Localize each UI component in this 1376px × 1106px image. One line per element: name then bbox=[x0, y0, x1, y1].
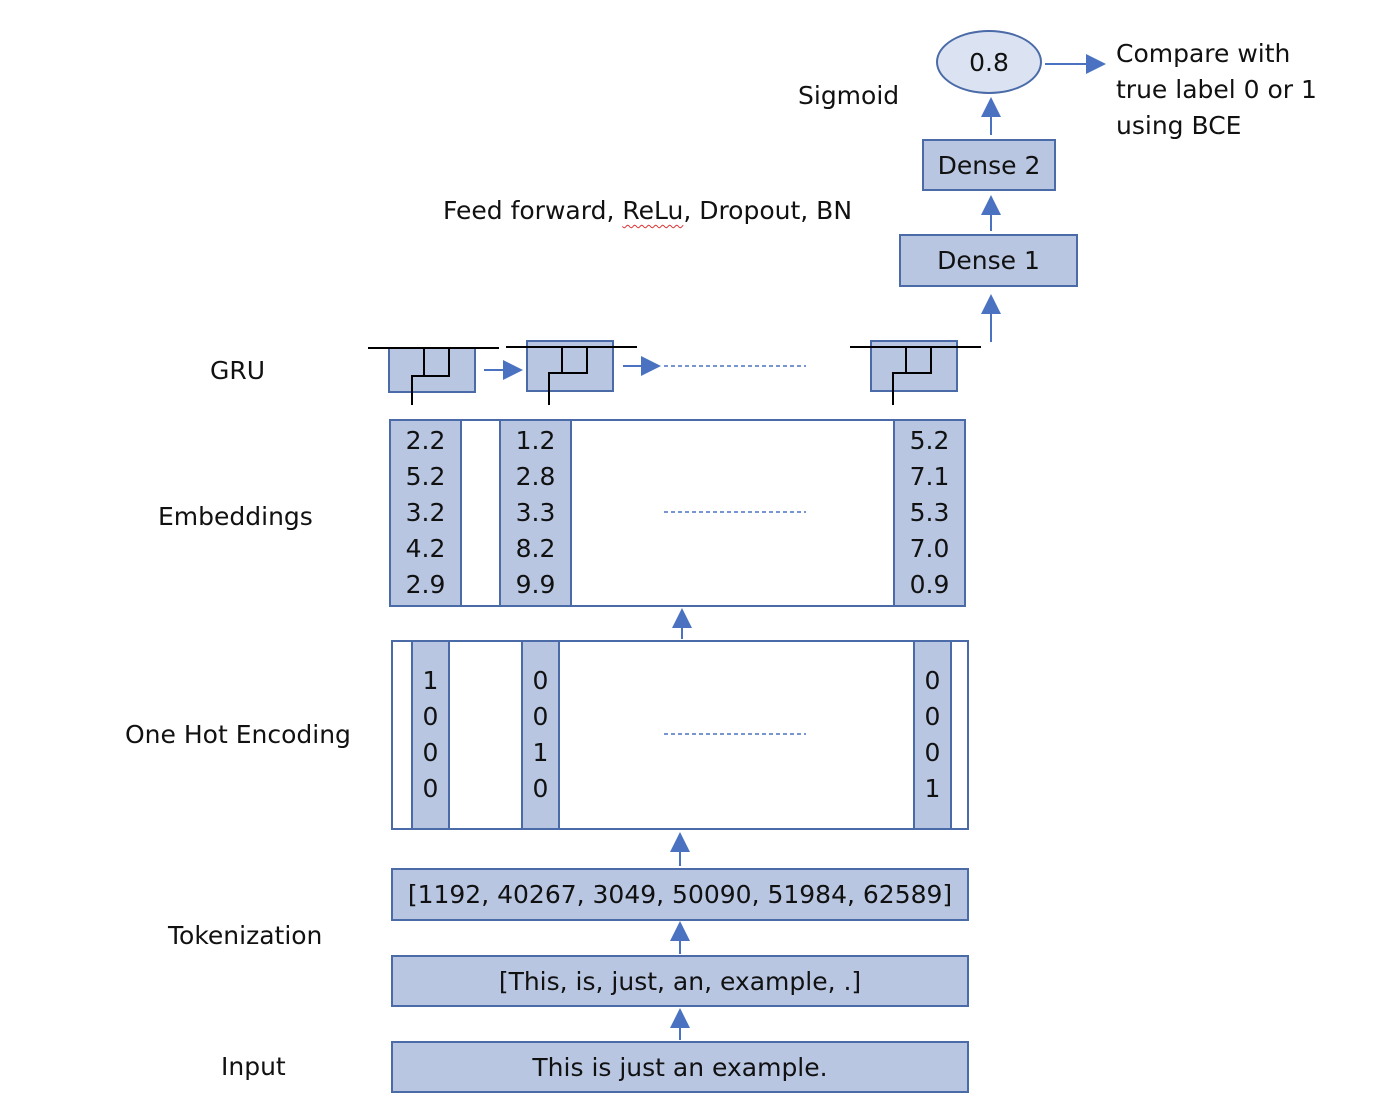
input-label: Input bbox=[221, 1052, 286, 1081]
embedding-value: 2.8 bbox=[515, 462, 556, 491]
one-hot-value: 0 bbox=[422, 702, 439, 731]
one-hot-value: 1 bbox=[924, 774, 941, 803]
embedding-value: 7.0 bbox=[909, 534, 950, 563]
embedding-value: 8.2 bbox=[515, 534, 556, 563]
feed-forward-post: , Dropout, BN bbox=[683, 196, 853, 225]
dense-1-label: Dense 1 bbox=[937, 246, 1040, 275]
embedding-value: 3.2 bbox=[405, 498, 446, 527]
gru-cell-2 bbox=[526, 340, 614, 392]
input-box: This is just an example. bbox=[391, 1041, 969, 1093]
token-words-text: [This, is, just, an, example, .] bbox=[498, 966, 862, 996]
embedding-value: 5.2 bbox=[909, 426, 950, 455]
one-hot-value: 0 bbox=[422, 774, 439, 803]
token-ids-box: [1192, 40267, 3049, 50090, 51984, 62589] bbox=[391, 868, 969, 921]
input-text: This is just an example. bbox=[532, 1052, 828, 1082]
embedding-column-2: 1.2 2.8 3.3 8.2 9.9 bbox=[499, 419, 572, 607]
gru-cell-3 bbox=[870, 340, 958, 392]
gru-label: GRU bbox=[210, 356, 266, 385]
one-hot-value: 0 bbox=[532, 702, 549, 731]
one-hot-value: 0 bbox=[532, 666, 549, 695]
embedding-value: 9.9 bbox=[515, 570, 556, 599]
dense-2-box: Dense 2 bbox=[922, 139, 1056, 191]
gru-3-input bbox=[892, 372, 906, 405]
sigmoid-output-value: 0.8 bbox=[969, 47, 1009, 77]
embedding-value: 5.2 bbox=[405, 462, 446, 491]
feed-forward-relu: ReLu bbox=[622, 196, 684, 225]
gru-2-input bbox=[548, 372, 562, 405]
embedding-value: 2.9 bbox=[405, 570, 446, 599]
gru-1-input bbox=[411, 375, 424, 405]
tokenization-label: Tokenization bbox=[168, 921, 323, 950]
embedding-value: 3.3 bbox=[515, 498, 556, 527]
gru-2-gate bbox=[561, 347, 588, 374]
one-hot-matrix bbox=[391, 640, 969, 830]
embedding-value: 0.9 bbox=[909, 570, 950, 599]
dense-1-box: Dense 1 bbox=[899, 234, 1078, 287]
one-hot-value: 0 bbox=[422, 738, 439, 767]
compare-line-2: true label 0 or 1 bbox=[1116, 75, 1317, 104]
one-hot-column-2: 0 0 1 0 bbox=[521, 640, 560, 830]
compare-line-3: using BCE bbox=[1116, 111, 1242, 140]
dense-2-label: Dense 2 bbox=[937, 150, 1041, 180]
gru-3-gate bbox=[905, 347, 932, 374]
one-hot-value: 1 bbox=[422, 666, 439, 695]
sigmoid-label: Sigmoid bbox=[798, 81, 900, 110]
one-hot-value: 0 bbox=[924, 738, 941, 767]
embeddings-label: Embeddings bbox=[158, 502, 313, 531]
one-hot-value: 1 bbox=[532, 738, 549, 767]
embedding-value: 4.2 bbox=[405, 534, 446, 563]
sigmoid-output-node: 0.8 bbox=[936, 30, 1042, 94]
embedding-column-1: 2.2 5.2 3.2 4.2 2.9 bbox=[389, 419, 462, 607]
embedding-value: 5.3 bbox=[909, 498, 950, 527]
one-hot-column-3: 0 0 0 1 bbox=[913, 640, 952, 830]
embedding-value: 2.2 bbox=[405, 426, 446, 455]
one-hot-value: 0 bbox=[924, 702, 941, 731]
embedding-value: 7.1 bbox=[909, 462, 950, 491]
feed-forward-pre: Feed forward, bbox=[443, 196, 623, 225]
compare-line-1: Compare with bbox=[1116, 39, 1291, 68]
one-hot-column-1: 1 0 0 0 bbox=[411, 640, 450, 830]
gru-1-gate bbox=[423, 348, 450, 377]
token-words-box: [This, is, just, an, example, .] bbox=[391, 955, 969, 1007]
one-hot-label: One Hot Encoding bbox=[125, 720, 351, 749]
embedding-column-3: 5.2 7.1 5.3 7.0 0.9 bbox=[893, 419, 966, 607]
token-ids-text: [1192, 40267, 3049, 50090, 51984, 62589] bbox=[407, 880, 953, 909]
one-hot-value: 0 bbox=[924, 666, 941, 695]
feed-forward-label: Feed forward, ReLu, Dropout, BN bbox=[443, 196, 852, 226]
one-hot-value: 0 bbox=[532, 774, 549, 803]
embedding-value: 1.2 bbox=[515, 426, 556, 455]
